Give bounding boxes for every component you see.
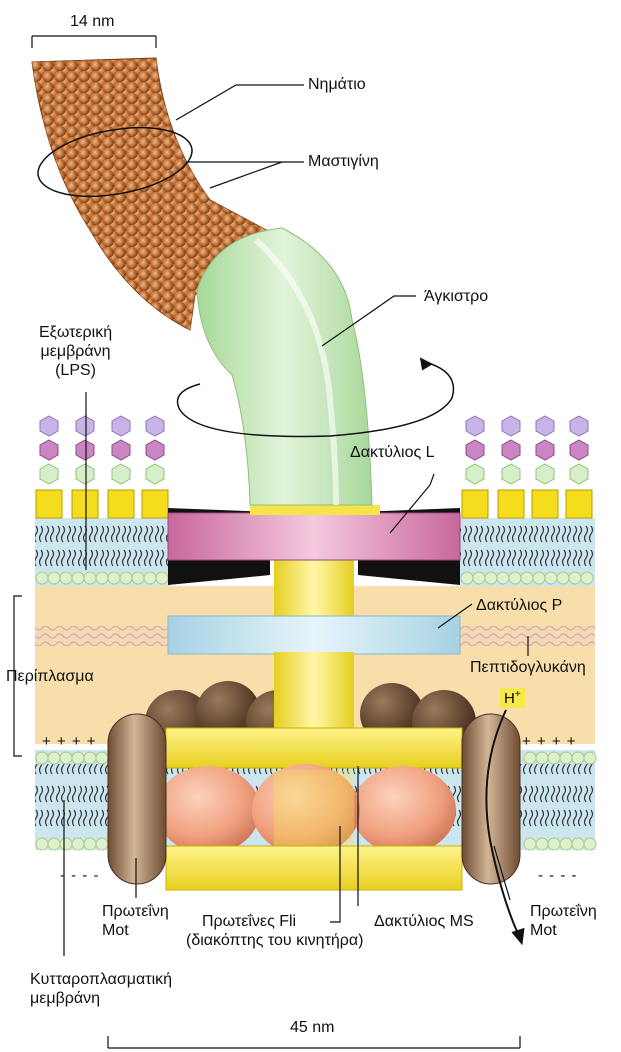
label-filament: Νημάτιο — [308, 75, 366, 94]
l-ring — [168, 513, 460, 560]
label-hook: Άγκιστρο — [424, 287, 488, 306]
scale-label-45nm: 45 nm — [290, 1018, 334, 1037]
label-peptidoglycan: Πεπτιδογλυκάνη — [470, 658, 586, 677]
label-cytoplasmic-membrane: Κυτταροπλασματική μεμβράνη — [30, 970, 172, 1008]
outer-membrane-left — [35, 518, 170, 586]
ms-ring-upper — [166, 728, 462, 768]
label-outer-membrane: Εξωτερική μεμβράνη (LPS) — [39, 323, 112, 380]
label-periplasm: Περίπλασμα — [6, 667, 94, 686]
p-ring — [168, 616, 460, 654]
label-ms-ring: Δακτύλιος MS — [374, 912, 474, 931]
proton-charge: + — [515, 689, 521, 700]
label-mot-right: Πρωτεΐνη Mot — [530, 902, 597, 940]
proton-box: H+ — [500, 688, 525, 708]
plus-signs-left: + + + + — [42, 732, 97, 751]
outer-membrane-right — [460, 518, 595, 586]
minus-signs-left: - - - - — [60, 866, 99, 885]
scale-label-14nm: 14 nm — [70, 12, 114, 31]
label-p-ring: Δακτύλιος P — [476, 596, 562, 615]
mot-protein-right — [462, 714, 520, 884]
label-l-ring: Δακτύλιος L — [350, 443, 435, 462]
plus-signs-right: + + + + — [522, 732, 577, 751]
proton-symbol: H — [504, 690, 515, 707]
mot-protein-left — [108, 714, 166, 884]
minus-signs-right: - - - - — [538, 866, 577, 885]
label-flagellin: Μαστιγίνη — [308, 152, 379, 171]
c-ring-base — [166, 846, 462, 890]
label-fli-proteins: Πρωτεΐνες Fli (διακόπτης του κινητήρα) — [186, 912, 363, 950]
label-mot-left: Πρωτεΐνη Mot — [102, 902, 169, 940]
